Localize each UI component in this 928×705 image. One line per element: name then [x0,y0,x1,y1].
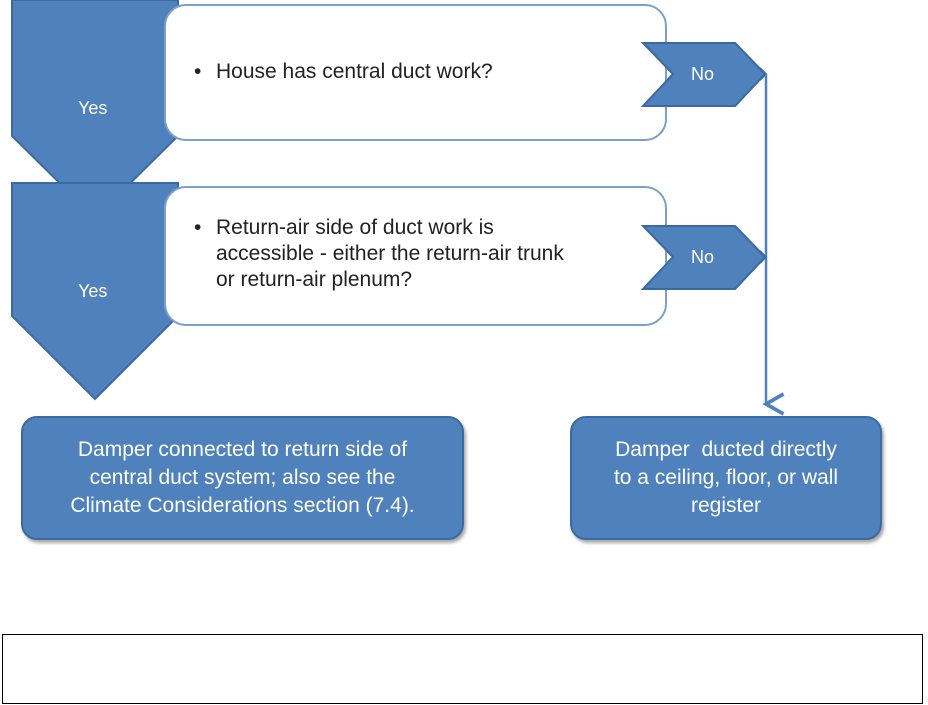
yes-chevron-1 [11,0,179,220]
result-no-box: Damper ducted directly to a ceiling, flo… [570,416,882,540]
bullet-1: • [194,60,202,83]
yes-label-1: Yes [78,98,108,118]
result-no-line-3: register [690,494,761,517]
question-2-line-2: accessible - either the return-air trunk [216,242,564,265]
question-box-1 [164,4,667,141]
yes-chevron-2 [11,182,179,401]
question-2-text: Return-air side of duct work is accessib… [216,215,646,293]
no-label-1: No [691,64,715,84]
result-no-line-2: to a ceiling, floor, or wall [613,466,839,489]
result-yes-line-3: Climate Considerations section (7.4). [70,494,415,517]
question-1-text: House has central duct work? [216,59,636,85]
question-2-line-1: Return-air side of duct work is [216,216,494,239]
question-2-line-3: or return-air plenum? [216,268,413,291]
note-box [2,634,923,704]
yes-label-2: Yes [78,281,108,301]
no-label-2: No [691,247,715,267]
result-no-line-1: Damper ducted directly [615,438,837,461]
result-yes-line-1: Damper connected to return side of [77,438,408,461]
result-yes-line-2: central duct system; also see the [89,466,396,489]
result-yes-box: Damper connected to return side of centr… [21,416,464,540]
bullet-2: • [194,216,202,239]
question-box-2 [164,186,667,326]
question-1-line-1: House has central duct work? [216,60,493,83]
